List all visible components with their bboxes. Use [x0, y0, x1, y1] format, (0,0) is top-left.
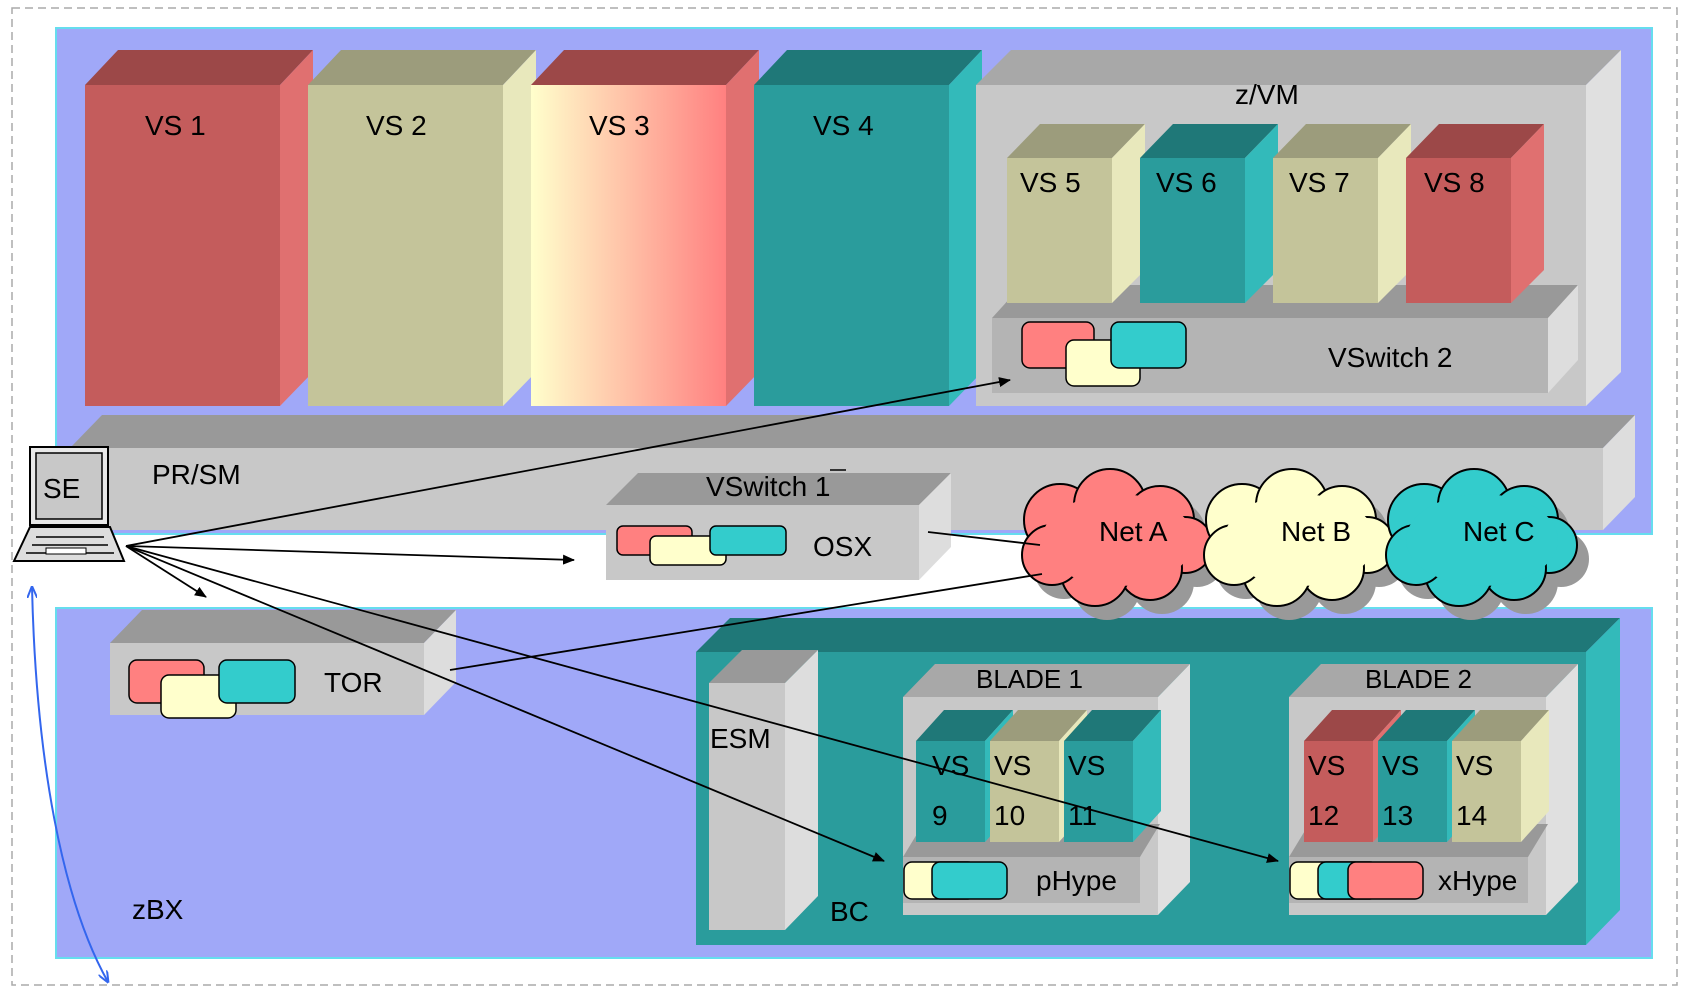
vs1-box — [85, 50, 313, 406]
vs5-box — [1007, 124, 1145, 303]
vs14-label-line1: VS — [1456, 750, 1493, 781]
prsm-bar — [70, 415, 1635, 530]
se-to-tor-arrow — [125, 545, 207, 598]
blade2-label: BLADE 2 — [1365, 664, 1472, 694]
net-c-label: Net C — [1463, 516, 1535, 547]
vs2-label: VS 2 — [366, 110, 427, 141]
vs5-label: VS 5 — [1020, 167, 1081, 198]
vs4-box — [754, 50, 982, 406]
vs10-label-line1: VS — [994, 750, 1031, 781]
se-to-outside-blue-arrow — [32, 587, 108, 982]
vs9-label-line1: VS — [932, 750, 969, 781]
osx-ports — [616, 525, 787, 566]
bc-label: BC — [830, 896, 869, 927]
esm-label: ESM — [710, 723, 771, 754]
vswitch2-label: VSwitch 2 — [1328, 342, 1453, 373]
net-a-cloud — [1021, 468, 1225, 620]
vs14-box — [1452, 710, 1549, 842]
zvm-label: z/VM — [1235, 79, 1299, 110]
net-b-label: Net B — [1281, 516, 1351, 547]
osx-label: OSX — [813, 531, 872, 562]
prsm-label: PR/SM — [152, 459, 241, 490]
vs3-box — [531, 50, 759, 406]
vs9-label-line2: 9 — [932, 800, 948, 831]
se-to-phype-arrow — [125, 545, 885, 862]
phype-label: pHype — [1036, 865, 1117, 896]
vs4-label: VS 4 — [813, 110, 874, 141]
phype-ports — [903, 861, 1008, 900]
osx-to-net-a-line — [927, 531, 1041, 546]
net-a-label: Net A — [1099, 516, 1168, 547]
esm-box — [709, 650, 818, 930]
tor-ports — [128, 659, 296, 719]
vs8-label: VS 8 — [1424, 167, 1485, 198]
blade1-label: BLADE 1 — [976, 664, 1083, 694]
vs13-label-line1: VS — [1382, 750, 1419, 781]
vs7-label: VS 7 — [1289, 167, 1350, 198]
vs6-label: VS 6 — [1156, 167, 1217, 198]
vs1-label: VS 1 — [145, 110, 206, 141]
vs7-box — [1273, 124, 1411, 303]
se-laptop-icon — [12, 446, 126, 562]
vs8-box — [1406, 124, 1544, 303]
vs11-label-line1: VS — [1068, 750, 1105, 781]
se-to-vswitch2-arrow — [125, 377, 1011, 547]
vs3-label: VS 3 — [589, 110, 650, 141]
vs10-label-line2: 10 — [994, 800, 1025, 831]
vs14-label-line2: 14 — [1456, 800, 1487, 831]
vswitch1-label: VSwitch 1 — [706, 471, 831, 502]
tor-to-net-a-line — [449, 573, 1043, 671]
vswitch2-ports — [1021, 321, 1187, 387]
xhype-label: xHype — [1438, 865, 1517, 896]
vswitch1-box — [606, 473, 951, 580]
vs12-label-line2: 12 — [1308, 800, 1339, 831]
se-to-xhype-arrow — [125, 545, 1279, 863]
se-to-osx-arrow — [125, 545, 575, 565]
net-b-cloud — [1203, 468, 1407, 620]
outer-frame — [11, 7, 1678, 986]
vs11-box — [1064, 710, 1161, 842]
net-c-cloud — [1385, 468, 1589, 620]
vs12-label-line1: VS — [1308, 750, 1345, 781]
vs13-label-line2: 13 — [1382, 800, 1413, 831]
xhype-ports — [1289, 861, 1424, 900]
zbx-label: zBX — [132, 894, 184, 925]
tor-label: TOR — [324, 667, 383, 698]
se-label: SE — [43, 473, 80, 504]
vs2-box — [308, 50, 536, 406]
vs6-box — [1140, 124, 1278, 303]
